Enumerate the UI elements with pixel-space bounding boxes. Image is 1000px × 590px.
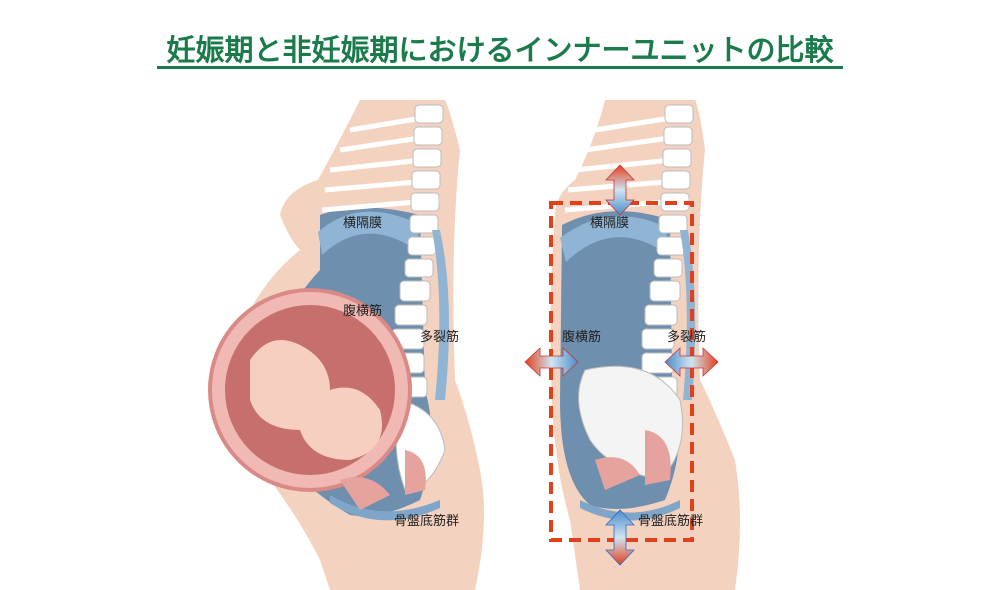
label-pelvic-floor-non-pregnant: 骨盤底筋群: [638, 514, 704, 529]
label-diaphragm-non-pregnant: 横隔膜: [590, 216, 630, 231]
spine: [641, 104, 694, 398]
fetus: [250, 340, 382, 460]
pelvic-floor-muscle: [330, 495, 440, 521]
pregnant-figure: [208, 100, 484, 590]
inner-unit-dashed-box: [549, 201, 694, 542]
spine: [391, 104, 444, 398]
arrow-left-right-right: [664, 347, 719, 377]
pelvic-floor-muscle: [580, 500, 680, 521]
title-underline: [157, 66, 843, 69]
arrow-left-right-left: [524, 347, 579, 377]
label-transversus-non-pregnant: 腹横筋: [562, 330, 602, 345]
arrow-up-down-top: [605, 164, 635, 216]
label-diaphragm-pregnant: 横隔膜: [343, 216, 383, 231]
diaphragm-muscle: [318, 211, 420, 255]
label-pelvic-floor-pregnant: 骨盤底筋群: [394, 514, 460, 529]
diaphragm-muscle: [560, 216, 668, 262]
multifidus-muscle: [432, 230, 449, 400]
label-multifidus-pregnant: 多裂筋: [420, 330, 460, 345]
pelvic-organs: [595, 430, 671, 490]
page-title: 妊娠期と非妊娠期におけるインナーユニットの比較: [166, 33, 834, 67]
bladder-rectum: [340, 450, 426, 510]
label-transversus-pregnant: 腹横筋: [343, 304, 383, 319]
non-pregnant-figure: [524, 100, 740, 590]
arrow-up-down-bottom: [605, 509, 635, 566]
label-multifidus-non-pregnant: 多裂筋: [667, 330, 707, 345]
